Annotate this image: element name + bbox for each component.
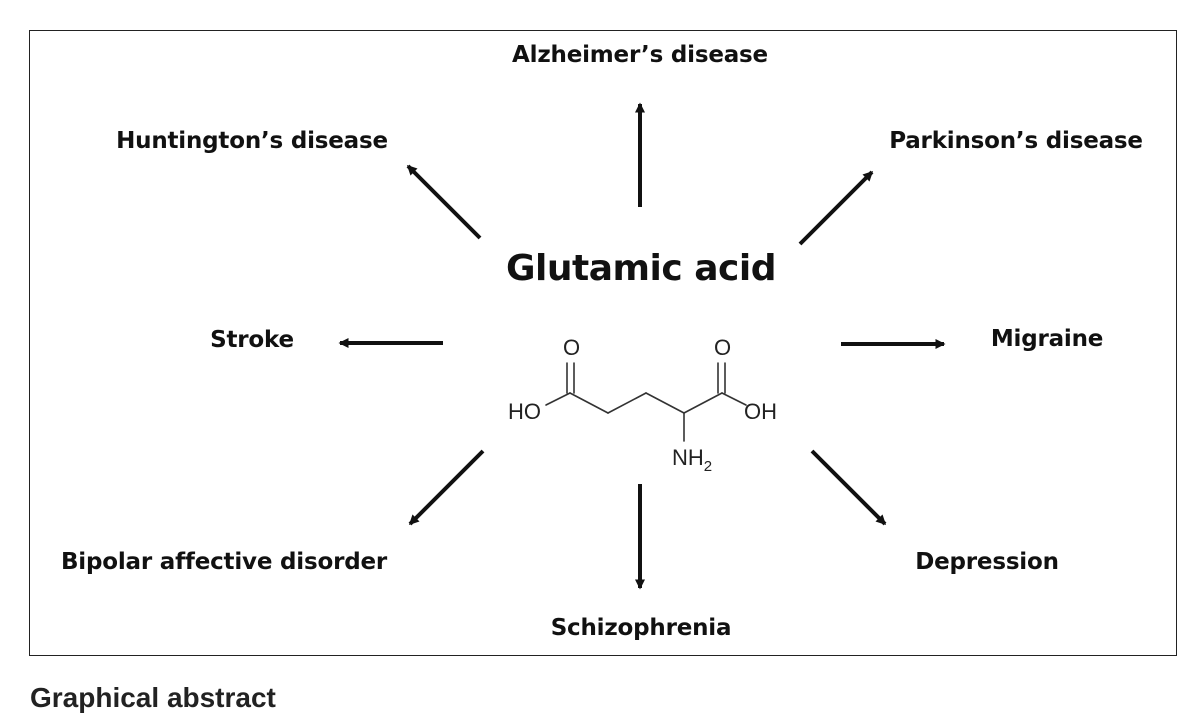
right-hydroxyl: OH	[744, 399, 777, 424]
label-stroke: Stroke	[210, 327, 294, 353]
left-hydroxyl: HO	[508, 399, 541, 424]
label-schizophrenia: Schizophrenia	[550, 615, 732, 641]
label-parkinsons: Parkinson’s disease	[889, 128, 1143, 154]
arrow-to-bipolar	[408, 449, 485, 526]
label-huntingtons: Huntington’s disease	[116, 128, 388, 154]
diagram-frame	[29, 30, 1177, 656]
right-carbonyl-o: O	[714, 335, 731, 360]
amine-subscript: 2	[704, 458, 712, 475]
label-depression: Depression	[915, 549, 1059, 575]
label-alzheimers: Alzheimer’s disease	[512, 42, 768, 68]
figure-caption: Graphical abstract	[30, 682, 276, 713]
arrow-to-parkinsons	[798, 170, 874, 246]
amine-group: NH2	[672, 445, 712, 475]
label-migraine: Migraine	[990, 326, 1104, 352]
amine-nh: NH	[672, 445, 704, 470]
left-carbonyl-o: O	[563, 335, 580, 360]
label-bipolar: Bipolar affective disorder	[60, 549, 388, 575]
center-title: Glutamic acid	[506, 248, 777, 289]
arrow-to-huntingtons	[406, 164, 482, 240]
glutamic-acid-structure: O O HO OH NH2	[508, 335, 777, 475]
arrow-to-depression	[810, 449, 887, 526]
